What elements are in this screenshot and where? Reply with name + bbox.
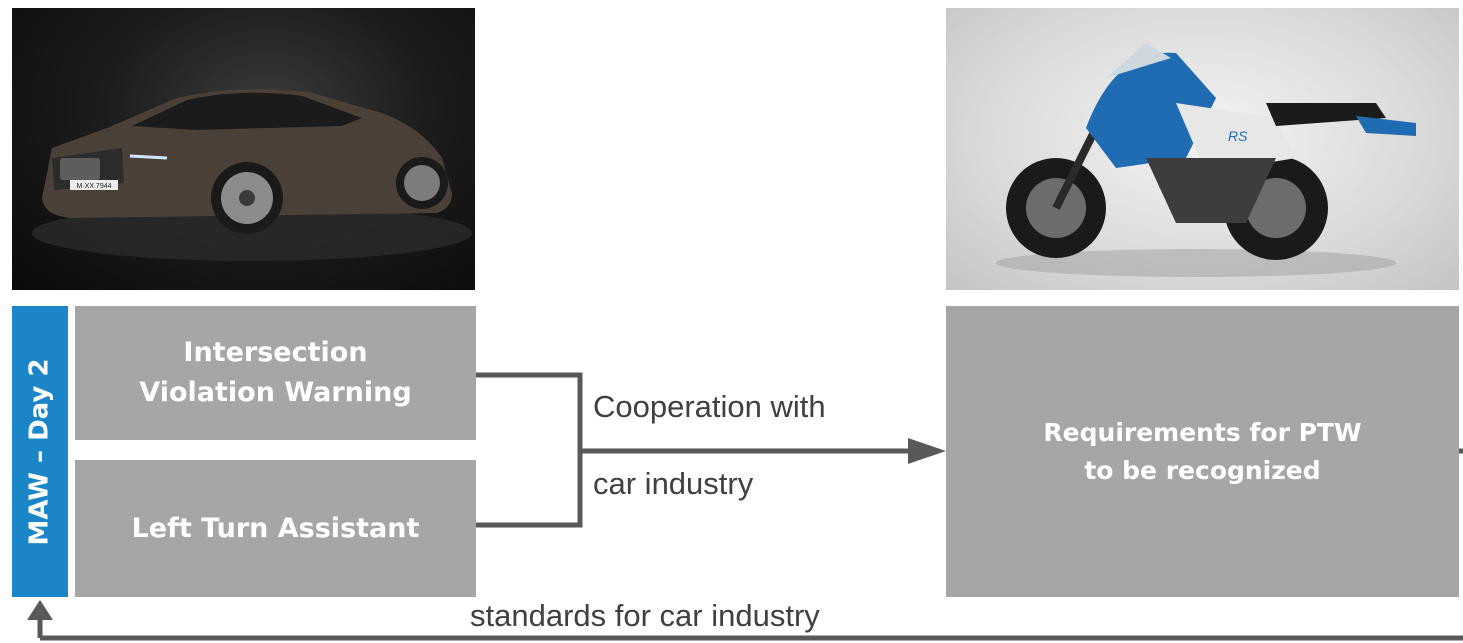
lta-label: Left Turn Assistant xyxy=(131,513,420,544)
ivw-line2: Violation Warning xyxy=(139,377,412,408)
side-tab-label: MAW – Day 2 xyxy=(25,357,55,546)
motorcycle-photo: RS xyxy=(946,8,1459,290)
intersection-violation-warning-box: Intersection Violation Warning xyxy=(75,306,476,440)
car-photo: M·XX 7944 xyxy=(12,8,475,290)
ptw-line2: to be recognized xyxy=(1084,455,1321,485)
license-plate-text: M·XX 7944 xyxy=(76,183,111,190)
ptw-line1: Requirements for PTW xyxy=(1043,417,1362,447)
left-turn-assistant-box: Left Turn Assistant xyxy=(75,460,476,597)
license-plate xyxy=(70,180,118,190)
side-tab: MAW – Day 2 xyxy=(12,306,68,597)
cooperation-arrowhead xyxy=(908,438,946,464)
cooperation-label-line2: car industry xyxy=(593,466,754,501)
feedback-arrowhead xyxy=(27,600,53,620)
ivw-line1: Intersection xyxy=(183,337,368,368)
ptw-requirements-box: Requirements for PTW to be recognized xyxy=(946,306,1459,597)
rs-badge-text: RS xyxy=(1228,128,1248,144)
cooperation-label-line1: Cooperation with xyxy=(593,389,826,424)
car-illustration: M·XX 7944 xyxy=(32,89,472,261)
motorcycle-illustration: RS xyxy=(996,43,1416,277)
bracket-connector xyxy=(476,372,583,528)
standards-label: standards for car industry xyxy=(470,598,820,633)
